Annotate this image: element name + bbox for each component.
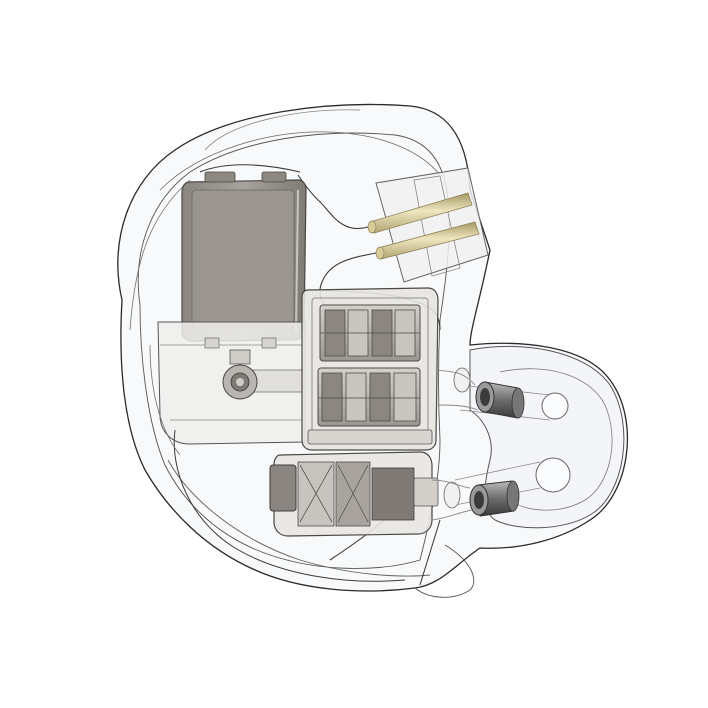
shell-contour [204, 109, 361, 151]
large-driver-face [191, 189, 295, 329]
large-driver-edge [295, 189, 299, 333]
tube [435, 404, 479, 411]
bore-line [454, 461, 541, 481]
sound-bore-upper-hole [541, 392, 569, 420]
large-driver-cap [261, 171, 287, 183]
sound-bore-lower-hole [535, 457, 571, 493]
dual-balanced-armature-block [301, 287, 439, 451]
lower-driver-truss [299, 464, 369, 523]
tube [435, 369, 476, 386]
connector-socket [367, 167, 489, 283]
shell-contour [414, 544, 475, 598]
tube [431, 509, 473, 521]
lower-driver-tip [413, 477, 439, 507]
ba-base [307, 429, 433, 445]
port-fitting [222, 349, 258, 400]
tube [431, 479, 471, 489]
socket-pin-lower [375, 221, 480, 260]
large-driver [181, 171, 307, 342]
faceplate-edge [173, 429, 406, 582]
housing-tab [261, 337, 277, 349]
lower-driver-endcap [269, 464, 297, 512]
shell-contour [159, 131, 441, 191]
housing-tab [204, 337, 220, 349]
shell-contour [167, 459, 431, 577]
sound-bore-nozzle-upper [453, 367, 525, 419]
shell-inner [137, 132, 450, 569]
driver-housing [157, 321, 306, 445]
faceplate-edge [149, 344, 181, 456]
large-driver-cap [204, 171, 236, 183]
shell-contour [129, 179, 191, 331]
tubes [431, 369, 479, 521]
lower-driver [269, 451, 439, 537]
lower-driver-cell [371, 467, 415, 521]
faceplate [149, 344, 406, 582]
ba-unit-upper [319, 304, 421, 362]
canal-inner [499, 368, 613, 511]
wire [199, 164, 301, 173]
ba-unit-lower [317, 367, 421, 427]
housing-port [249, 369, 306, 393]
shell-contour [419, 519, 441, 586]
sound-bore-nozzle-lower [443, 480, 520, 517]
